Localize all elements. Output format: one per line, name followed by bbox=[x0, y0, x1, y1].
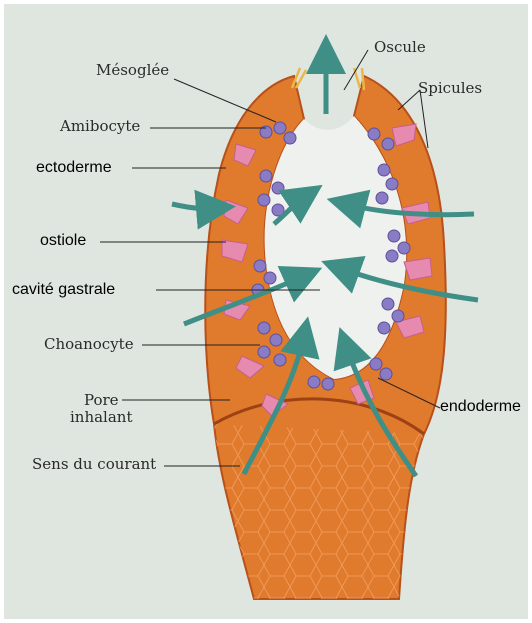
label-spicules: Spicules bbox=[418, 80, 482, 97]
label-mesoglee: Mésoglée bbox=[96, 62, 169, 79]
label-ectoderme: ectoderme bbox=[36, 159, 112, 177]
label-endoderme: endoderme bbox=[440, 398, 521, 416]
label-cavite-gastrale: cavité gastrale bbox=[12, 281, 115, 299]
label-sens-du-courant: Sens du courant bbox=[32, 456, 156, 473]
label-amibocyte: Amibocyte bbox=[60, 118, 140, 135]
label-choanocyte: Choanocyte bbox=[44, 336, 134, 353]
label-ostiole: ostiole bbox=[40, 232, 86, 250]
diagram-frame: Mésoglée Amibocyte ectoderme ostiole cav… bbox=[4, 4, 528, 619]
sponge-stalk-texture bbox=[214, 424, 424, 599]
label-oscule: Oscule bbox=[374, 39, 426, 56]
label-pore-inhalant: Pore inhalant bbox=[70, 392, 133, 425]
